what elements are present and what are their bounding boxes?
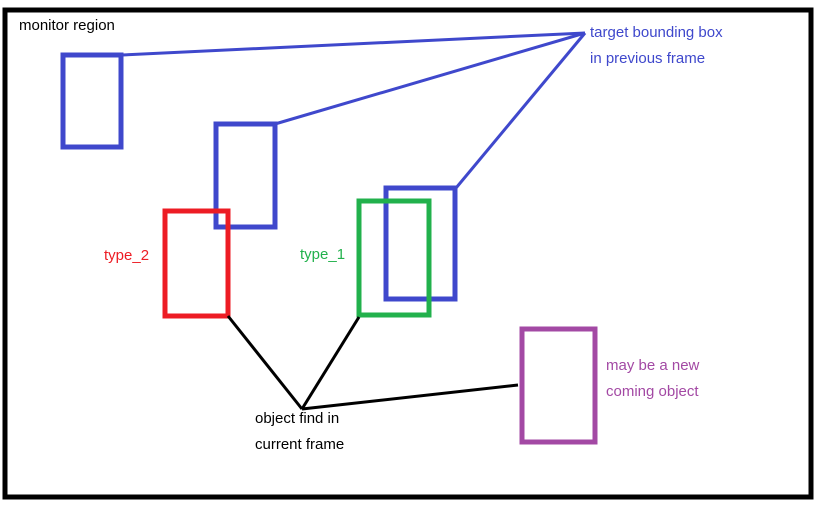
type-1-label: type_1: [300, 242, 345, 268]
monitor-region-border: [2, 7, 814, 500]
previous-frame-box-3: [383, 185, 458, 302]
object-found-label-line-1: object find in: [255, 410, 340, 427]
target-box-label-line-2: in previous frame: [590, 50, 706, 67]
type-2-label: type_2: [104, 243, 149, 269]
leader-line-box-3: [454, 32, 587, 189]
object-found-label: object find in current frame: [255, 406, 344, 458]
type-1-text: type_1: [300, 246, 346, 263]
connector-type-2: [226, 315, 304, 410]
type-2-text: type_2: [104, 247, 150, 264]
leader-line-box-1: [121, 31, 586, 57]
monitor-region-text: monitor region: [19, 17, 115, 34]
target-box-label: target bounding box in previous frame: [590, 20, 723, 72]
new-object-label: may be a new coming object: [606, 353, 699, 405]
type-1-box: [356, 198, 432, 318]
connector-new-object: [301, 383, 519, 411]
new-object-box: [519, 326, 598, 445]
object-found-label-line-2: current frame: [255, 436, 345, 453]
connector-type-1: [300, 316, 361, 410]
previous-frame-box-2: [213, 121, 278, 230]
monitor-region-label: monitor region: [19, 13, 115, 39]
new-object-label-line-2: coming object: [606, 383, 699, 400]
new-object-label-line-1: may be a new: [606, 357, 700, 374]
target-box-label-line-1: target bounding box: [590, 24, 723, 41]
leader-line-box-2: [274, 31, 586, 126]
previous-frame-box-1: [60, 52, 124, 150]
type-2-box: [162, 208, 231, 319]
